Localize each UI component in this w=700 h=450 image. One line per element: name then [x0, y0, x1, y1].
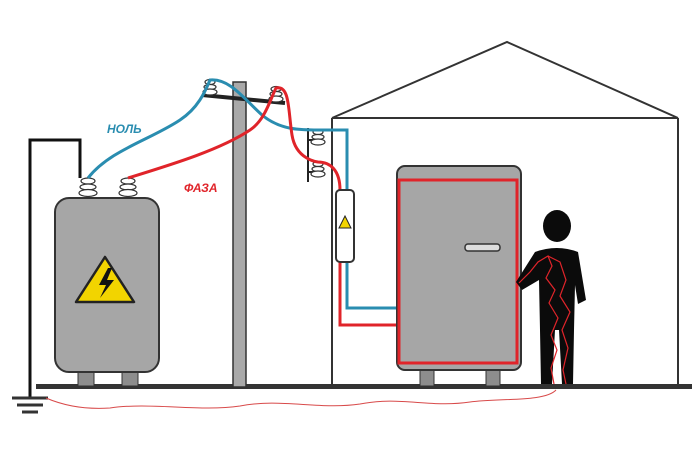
person-silhouette: [516, 210, 586, 384]
shock-current-path: [518, 255, 559, 385]
transformer-insulator-right: [118, 177, 138, 198]
meter: [335, 189, 355, 263]
earth-return-current: [45, 389, 557, 409]
appliance-handle: [464, 243, 501, 252]
wall-bracket: [307, 128, 326, 182]
shock-current-path-2: [547, 255, 571, 385]
wall-insulator-top: [310, 128, 326, 146]
appliance: [396, 165, 522, 387]
appliance-body: [396, 165, 522, 371]
appliance-live-outline: [397, 178, 519, 365]
phase-label: ФАЗА: [184, 181, 218, 195]
house-roof: [331, 40, 679, 119]
ground-icon: [12, 396, 48, 414]
phase-wire: [127, 86, 398, 327]
transformer-insulator-left: [78, 177, 98, 198]
high-voltage-icon: [74, 255, 136, 304]
ground-line: [36, 384, 692, 389]
transformer: [54, 177, 160, 387]
utility-pole: [201, 78, 286, 388]
neutral-wire: [86, 78, 398, 310]
person-body: [516, 248, 586, 384]
warning-icon: [338, 214, 352, 229]
person-head: [543, 210, 571, 242]
neutral-label: НОЛЬ: [107, 122, 142, 136]
pole-shaft: [232, 81, 247, 388]
house: [331, 40, 679, 385]
grounding-conductor: [28, 138, 82, 398]
